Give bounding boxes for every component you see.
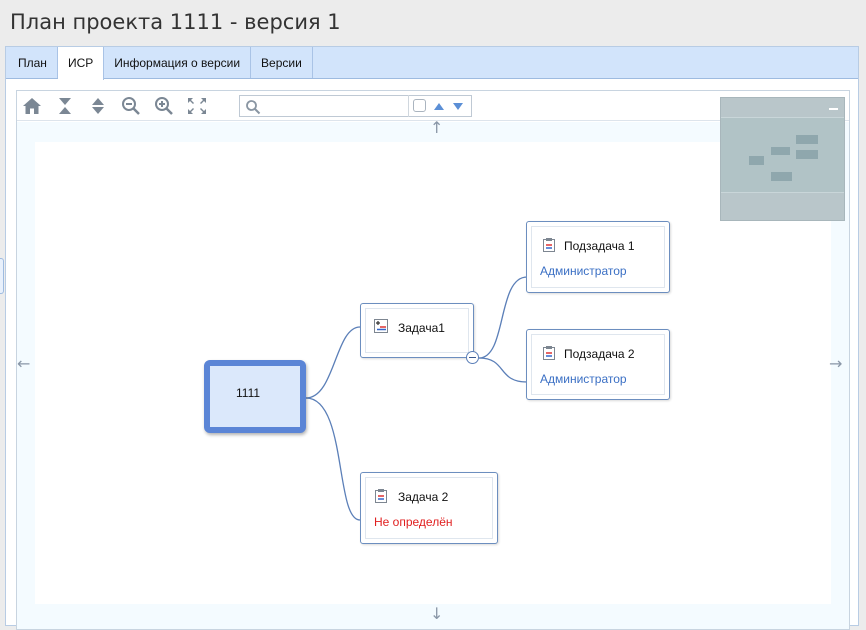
scroll-left-arrow[interactable]: ←: [17, 354, 31, 373]
task-icon: [375, 489, 387, 503]
wbs-diagram: ↑ ↓ ← → 1111 Задача1: [16, 90, 850, 630]
task-node[interactable]: Задача1: [360, 303, 474, 358]
main-panel: План ИСР Информация о версии Версии: [5, 46, 859, 630]
search-box: [239, 95, 472, 117]
subtask-node[interactable]: Подзадача 1 Администратор: [526, 221, 670, 293]
task-node[interactable]: Задача 2 Не определён: [360, 472, 498, 544]
subtask-assignee[interactable]: Администратор: [540, 372, 627, 386]
collapse-toggle[interactable]: [466, 351, 479, 364]
task-title: Задача 2: [398, 490, 449, 504]
connector-lines: [305, 276, 528, 521]
tab-versions[interactable]: Версии: [251, 47, 313, 78]
side-panel-handle[interactable]: [0, 258, 4, 294]
search-icon: [246, 100, 261, 115]
arrow-down-icon[interactable]: [453, 103, 463, 110]
scroll-up-arrow[interactable]: ↑: [430, 118, 444, 137]
page-title: План проекта 1111 - версия 1: [10, 10, 341, 34]
task-assignee[interactable]: Не определён: [374, 515, 453, 529]
minimize-icon[interactable]: [829, 108, 838, 110]
subtask-assignee[interactable]: Администратор: [540, 264, 627, 278]
tab-plan[interactable]: План: [8, 47, 58, 78]
task-group-icon: [374, 319, 388, 333]
tab-version-info[interactable]: Информация о версии: [104, 47, 252, 78]
wbs-root-node[interactable]: 1111: [204, 360, 306, 433]
diagram-toolbar: [17, 91, 849, 121]
minimap[interactable]: [720, 97, 845, 221]
task-title: Задача1: [398, 321, 445, 335]
zoom-out-icon[interactable]: [120, 96, 142, 116]
collapse-all-icon[interactable]: [54, 96, 76, 116]
root-node-label: 1111: [236, 386, 261, 400]
diagram-canvas[interactable]: ↑ ↓ ← → 1111 Задача1: [17, 118, 849, 629]
scroll-down-arrow[interactable]: ↓: [430, 604, 444, 623]
task-icon: [543, 238, 555, 252]
tab-wbs[interactable]: ИСР: [57, 47, 105, 80]
arrow-up-icon[interactable]: [434, 103, 444, 110]
task-icon: [543, 346, 555, 360]
subtask-title: Подзадача 2: [564, 347, 635, 361]
subtask-node[interactable]: Подзадача 2 Администратор: [526, 329, 670, 400]
search-input[interactable]: [264, 98, 404, 114]
home-icon[interactable]: [21, 96, 43, 116]
fit-to-screen-icon[interactable]: [186, 96, 208, 116]
tab-bar: План ИСР Информация о версии Версии: [6, 47, 858, 80]
expand-all-icon[interactable]: [87, 96, 109, 116]
zoom-in-icon[interactable]: [153, 96, 175, 116]
scroll-right-arrow[interactable]: →: [829, 354, 843, 373]
checkbox-icon[interactable]: [413, 99, 426, 112]
subtask-title: Подзадача 1: [564, 239, 635, 253]
